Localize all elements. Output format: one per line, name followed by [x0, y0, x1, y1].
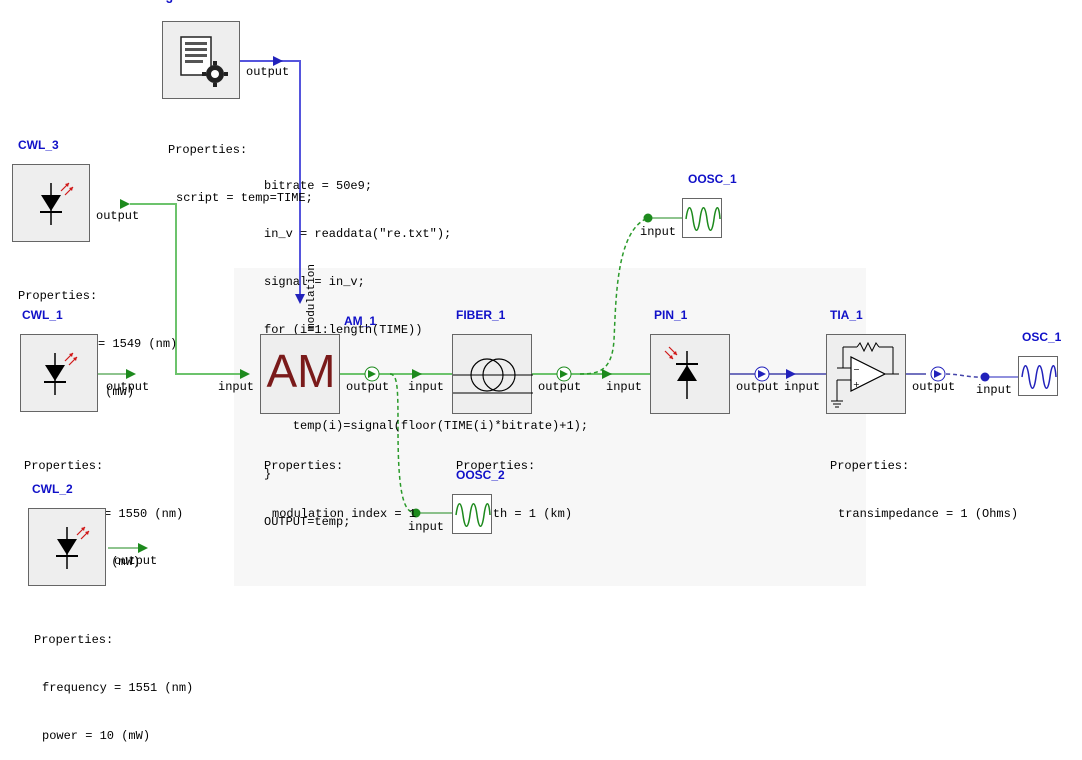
script-properties-title: Properties:	[168, 143, 248, 157]
am-input-label: input	[218, 380, 255, 394]
cwl2-name: CWL_2	[32, 482, 73, 496]
cwl2-block[interactable]	[28, 508, 106, 586]
sine-wave-icon	[685, 207, 721, 231]
tia-properties-title: Properties:	[830, 459, 910, 473]
amplifier-icon: − +	[831, 341, 899, 408]
pin-output-label: output	[736, 380, 780, 394]
osc1-input-label: input	[976, 383, 1013, 397]
am-modulation-arrow	[295, 294, 305, 304]
oosc1-input-port[interactable]	[643, 213, 653, 223]
cwl2-properties-title: Properties:	[34, 633, 114, 647]
oosc2-input-label: input	[408, 520, 445, 534]
fiber-input-label: input	[408, 380, 445, 394]
script-block-name: 3	[166, 0, 173, 6]
script-line: bitrate = 50e9;	[264, 179, 373, 193]
oosc2-name: OOSC_2	[456, 468, 505, 482]
fiber-input-arrow	[412, 369, 422, 379]
osc1-input-port[interactable]	[980, 372, 990, 382]
fiber-coil-icon	[453, 358, 533, 394]
am-block[interactable]: AM	[260, 334, 340, 414]
am-properties-title: Properties:	[264, 459, 344, 473]
connection-wires	[98, 56, 1018, 553]
fiber-block[interactable]	[452, 334, 533, 414]
pin-input-label: input	[606, 380, 643, 394]
am-glyph: AM	[266, 345, 336, 397]
oosc2-input-port[interactable]	[411, 508, 421, 518]
cwl2-frequency: frequency = 1551 (nm)	[42, 681, 194, 695]
oosc2-block[interactable]	[452, 494, 492, 534]
cwl1-output-arrow	[126, 369, 136, 379]
script-block[interactable]	[162, 21, 240, 99]
cwl3-output-arrow	[120, 199, 130, 209]
script-line: in_v = readdata("re.txt");	[264, 227, 452, 241]
script-line: signal = in_v;	[264, 275, 365, 289]
canvas-background-panel	[234, 268, 866, 586]
laser-diode-icon	[56, 526, 90, 569]
am-modulation-label: modulation	[306, 263, 318, 330]
cwl1-block[interactable]	[20, 334, 98, 412]
script-line: }	[264, 467, 272, 481]
wire-cwl3-to-am-input[interactable]	[130, 203, 245, 375]
osc1-name: OSC_1	[1022, 330, 1062, 344]
script-line: OUTPUT=temp;	[264, 515, 351, 529]
script-gear-icon	[180, 36, 228, 87]
fiber-properties-title: Properties:	[456, 459, 536, 473]
fiber-name: FIBER_1	[456, 308, 506, 322]
oosc1-input-label: input	[640, 225, 677, 239]
laser-diode-icon	[40, 182, 74, 225]
tia-output-label: output	[912, 380, 956, 394]
sine-wave-icon	[455, 503, 491, 527]
wire-am-to-oosc2[interactable]	[389, 373, 417, 514]
cwl3-block[interactable]	[12, 164, 90, 242]
cwl1-properties-title: Properties:	[24, 459, 104, 473]
tia-block[interactable]: − +	[826, 334, 906, 414]
cwl2-output-label: output	[114, 554, 158, 568]
tia-name: TIA_1	[830, 308, 863, 322]
cwl2-properties: Properties: frequency = 1551 (nm) power …	[34, 600, 193, 760]
am-name: AM_1	[344, 314, 377, 328]
cwl3-properties-title: Properties:	[18, 289, 98, 303]
pin-block[interactable]	[650, 334, 730, 414]
wire-tia-to-osc1[interactable]	[945, 373, 985, 378]
wire-fiber-to-oosc1[interactable]	[579, 217, 649, 375]
photodiode-icon	[664, 346, 698, 399]
script-line: temp(i)=signal(floor(TIME(i)*bitrate)+1)…	[264, 419, 589, 433]
oosc1-name: OOSC_1	[688, 172, 737, 186]
cwl3-output-label: output	[96, 209, 140, 223]
tia-transimpedance: transimpedance = 1 (Ohms)	[838, 507, 1019, 521]
svg-text:−: −	[853, 365, 860, 374]
script-line: for (i=1:length(TIME))	[264, 323, 423, 337]
osc1-block[interactable]	[1018, 356, 1058, 396]
script-output-label: output	[246, 65, 290, 79]
am-modulation-index: modulation index = 1	[272, 507, 417, 521]
sine-wave-icon	[1021, 365, 1057, 389]
laser-diode-icon	[44, 352, 78, 395]
pin-name: PIN_1	[654, 308, 688, 322]
am-properties: Properties: modulation index = 1	[264, 426, 416, 538]
svg-text:+: +	[853, 380, 860, 389]
tia-properties: Properties: transimpedance = 1 (Ohms)	[830, 426, 1018, 538]
tia-input-arrow	[786, 369, 796, 379]
script-first-line: script = temp=TIME;	[176, 191, 313, 205]
am-input-arrow	[240, 369, 250, 379]
pin-input-arrow	[602, 369, 612, 379]
tia-input-label: input	[784, 380, 821, 394]
cwl1-output-label: output	[106, 380, 150, 394]
fiber-output-label: output	[538, 380, 582, 394]
wire-script-to-am-modulation[interactable]	[240, 60, 301, 298]
cwl2-output-arrow	[138, 543, 148, 553]
am-output-label: output	[346, 380, 390, 394]
cwl2-power: power = 10 (mW)	[42, 729, 151, 743]
cwl1-name: CWL_1	[22, 308, 63, 322]
script-properties: Properties: script = temp=TIME;	[168, 110, 313, 222]
cwl3-name: CWL_3	[18, 138, 59, 152]
script-output-arrow	[273, 56, 283, 66]
oosc1-block[interactable]	[682, 198, 722, 238]
script-code-lines: bitrate = 50e9; in_v = readdata("re.txt"…	[264, 146, 588, 546]
